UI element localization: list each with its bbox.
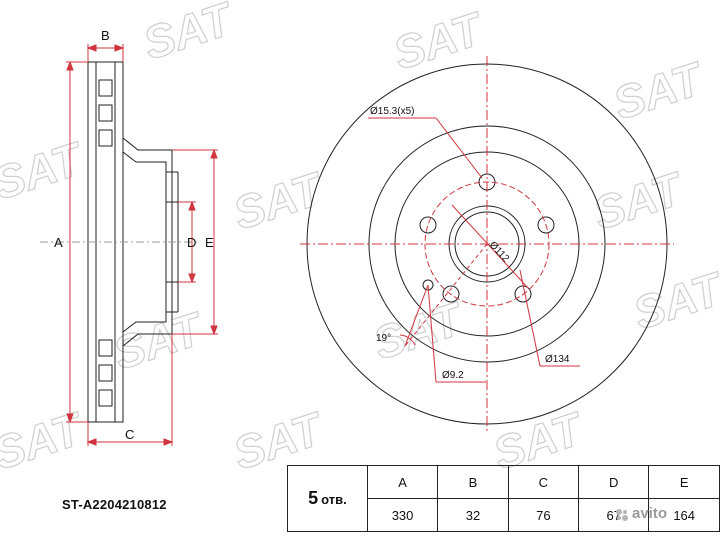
watermark-text: SAT [587,161,691,239]
watermark-text: SAT [387,1,491,79]
center-bore-callout: Ø134 [545,354,570,365]
watermark-text: SAT [0,131,91,209]
header-e: E [648,465,720,499]
side-dimensions [66,44,218,446]
header-d: D [578,465,650,499]
small-hole-callout: Ø9.2 [442,370,464,381]
value-e: 164 [648,498,720,532]
watermark-text: SAT [0,401,91,479]
label-a: A [54,235,63,250]
front-dimensions [300,56,674,432]
spec-value-row: 330 32 76 67 164 [288,498,720,532]
label-b: B [101,28,110,43]
header-b: B [437,465,509,499]
header-a: A [366,465,439,499]
value-c: 76 [507,498,580,532]
holes-unit: отв. [321,492,347,507]
watermark-text: SAT [607,51,711,129]
label-d: D [187,235,196,250]
side-dimension-labels: A B C D E [54,28,214,442]
holes-count: 5 [308,488,319,508]
watermark-text: SAT [137,0,241,70]
value-b: 32 [437,498,509,532]
label-c: C [125,427,134,442]
pcd-circle [424,181,550,307]
watermark-text: SAT [227,161,331,239]
label-e: E [205,235,214,250]
watermark-text: SAT [627,261,720,339]
side-view [40,61,200,423]
header-c: C [507,465,580,499]
watermark-layer: SAT SAT SAT SAT SAT SAT SAT SAT SAT SAT … [0,0,720,480]
part-number: ST-A2204210812 [62,497,167,512]
angle-callout: 19° [376,333,391,344]
value-d: 67 [578,498,650,532]
value-a: 330 [366,498,439,532]
avito-badge: avito [632,505,668,522]
avito-logo-icon [616,509,628,521]
vent-slots [98,79,113,407]
pcd-callout: Ø112 [487,240,512,265]
bolt-hole-callout: Ø15.3(x5) [370,106,414,117]
